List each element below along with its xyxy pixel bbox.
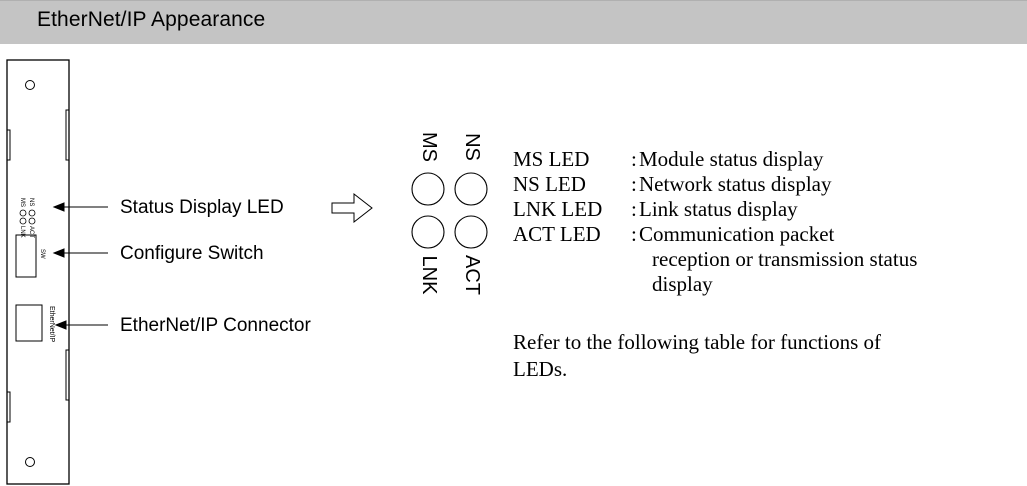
module-panel: NS ACT MS LNK SW EtherNet/IP xyxy=(6,59,70,485)
section-title: EtherNet/IP Appearance xyxy=(37,8,266,31)
led-act-label: ACT xyxy=(461,255,483,295)
module-led-label-ms: MS xyxy=(19,198,25,207)
legend-sep-act: : xyxy=(631,222,637,246)
legend-desc-ms: Module status display xyxy=(639,147,824,171)
module-notch-top xyxy=(65,109,69,161)
screw-hole-bottom xyxy=(25,457,35,467)
module-notch-left-top xyxy=(7,129,11,161)
legend-sep-lnk: : xyxy=(631,197,637,221)
module-notch-left-bottom xyxy=(7,391,11,423)
screw-hole-top xyxy=(25,80,35,90)
callout-status-display-led: Status Display LED xyxy=(120,197,284,218)
module-led-label-lnk: LNK xyxy=(19,226,25,238)
legend-term-act: ACT LED xyxy=(513,222,601,246)
legend-term-lnk: LNK LED xyxy=(513,197,603,221)
led-ms-circle xyxy=(411,172,445,206)
legend-term-ms: MS LED xyxy=(513,147,590,171)
module-led-cluster: NS ACT MS LNK xyxy=(19,198,36,238)
callout-configure-switch: Configure Switch xyxy=(120,243,264,264)
legend-term-ns: NS LED xyxy=(513,172,586,196)
legend-sep-ms: : xyxy=(631,147,637,171)
legend-desc-act-cont-2: display xyxy=(652,272,713,296)
module-led-lnk xyxy=(19,217,27,225)
module-led-ms xyxy=(19,209,27,217)
legend-sep-ns: : xyxy=(631,172,637,196)
legend-desc-act: Communication packet xyxy=(639,222,835,246)
led-act-circle xyxy=(454,215,488,249)
section-header: EtherNet/IP Appearance xyxy=(0,0,1027,44)
callout-arrows xyxy=(52,202,108,330)
arrowhead-status-led xyxy=(52,202,65,212)
legend-desc-ns: Network status display xyxy=(639,172,832,196)
callout-connector: EtherNet/IP Connector xyxy=(120,315,311,336)
configure-switch xyxy=(15,234,37,278)
led-ns-label: NS xyxy=(461,133,483,161)
enlarge-arrow-icon xyxy=(331,192,373,224)
module-led-act xyxy=(28,217,36,225)
connector-label: EtherNet/IP xyxy=(48,306,55,343)
module-led-ns xyxy=(28,209,36,217)
ethernet-connector xyxy=(15,304,43,342)
legend-desc-act-cont-1: reception or transmission status xyxy=(652,247,918,271)
led-lnk-label: LNK xyxy=(418,255,440,295)
arrowhead-configure-switch xyxy=(52,248,65,258)
legend-desc-lnk: Link status display xyxy=(639,197,798,221)
switch-label: SW xyxy=(39,249,45,259)
module-outline xyxy=(6,59,70,485)
module-notch-bottom xyxy=(65,349,69,401)
note-line-2: LEDs. xyxy=(513,357,568,381)
note-line-1: Refer to the following table for functio… xyxy=(513,330,881,354)
led-lnk-circle xyxy=(411,215,445,249)
led-ns-circle xyxy=(454,172,488,206)
module-led-label-ns: NS xyxy=(28,198,34,206)
module-led-label-act: ACT xyxy=(28,226,34,238)
arrowhead-connector xyxy=(54,320,67,330)
led-ms-label: MS xyxy=(418,132,440,162)
